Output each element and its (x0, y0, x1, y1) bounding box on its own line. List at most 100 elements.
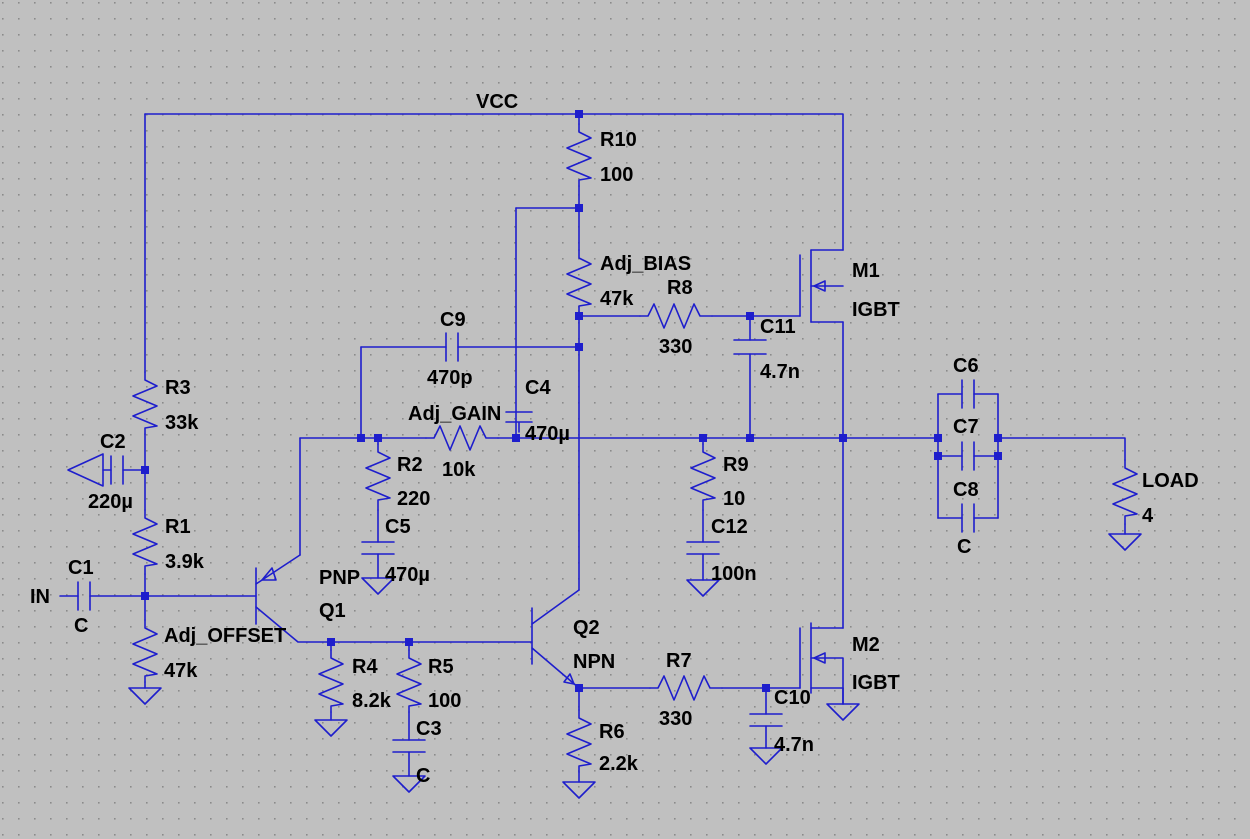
resistors (132, 123, 1138, 773)
c3-value: C (416, 765, 430, 787)
ground-c5 (361, 577, 395, 595)
c10-ref: C10 (774, 687, 811, 709)
capacitor-c7 (961, 441, 975, 471)
r10-value: 100 (600, 164, 633, 186)
r5-ref: R5 (428, 656, 454, 678)
resistor-r9 (690, 443, 716, 511)
transistor-q2 (531, 589, 580, 689)
transistor-m2 (799, 622, 844, 705)
r4-ref: R4 (352, 656, 378, 678)
r1-ref: R1 (165, 516, 191, 538)
capacitor-c5 (361, 541, 395, 555)
capacitor-c1 (77, 581, 91, 611)
ground-symbols (67, 453, 1142, 799)
capacitor-c6 (961, 379, 975, 409)
capacitor-c3 (392, 739, 426, 753)
q1-ref: Q1 (319, 600, 346, 622)
capacitor-c11 (733, 339, 767, 355)
resistor-adj-offset (132, 619, 158, 683)
wires (59, 113, 1126, 783)
c12-value: 100n (711, 563, 757, 585)
r3-ref: R3 (165, 377, 191, 399)
c5-value: 470µ (385, 564, 430, 586)
transistor-q1 (255, 554, 301, 625)
ground-c12 (686, 579, 720, 597)
c7-ref: C7 (953, 416, 979, 438)
c1-ref: C1 (68, 557, 94, 579)
resistor-r10 (566, 123, 592, 187)
c8-value: C (957, 536, 971, 558)
r8-ref: R8 (667, 277, 693, 299)
q2-value: NPN (573, 651, 615, 673)
ground-c3 (392, 775, 426, 793)
c5-ref: C5 (385, 516, 411, 538)
m2-value: IGBT (852, 672, 900, 694)
resistor-r8 (639, 303, 713, 329)
c3-ref: C3 (416, 718, 442, 740)
resistor-r7 (649, 675, 723, 701)
adj-offset-value: 47k (164, 660, 198, 682)
adj-bias-ref: Adj_BIAS (600, 253, 691, 275)
m1-value: IGBT (852, 299, 900, 321)
net-label-in: IN (30, 586, 50, 608)
net-label-vcc: VCC (476, 91, 518, 113)
ground-adj-offset (128, 687, 162, 705)
resistor-r3 (132, 371, 158, 435)
ground-m2 (826, 703, 860, 721)
ground-c2 (67, 453, 104, 487)
r6-ref: R6 (599, 721, 625, 743)
c1-value: C (74, 615, 88, 637)
labels: VCC IN R10 100 Adj_BIAS 47k R8 330 C11 4… (30, 91, 1199, 787)
c11-value: 4.7n (760, 361, 800, 383)
r5-value: 100 (428, 690, 461, 712)
resistor-adj-bias (566, 249, 592, 313)
r3-value: 33k (165, 412, 199, 434)
capacitor-c10 (749, 713, 783, 727)
ground-r4 (314, 719, 348, 737)
capacitor-c2 (110, 455, 124, 485)
c9-value: 470p (427, 367, 473, 389)
c8-ref: C8 (953, 479, 979, 501)
resistor-r4 (318, 649, 344, 713)
junctions (141, 110, 1002, 692)
transistor-m1 (799, 249, 844, 323)
capacitor-c4 (505, 411, 533, 433)
r7-ref: R7 (666, 650, 692, 672)
ground-r6 (562, 781, 596, 799)
c11-ref: C11 (760, 316, 796, 338)
r2-ref: R2 (397, 454, 423, 476)
r1-value: 3.9k (165, 551, 205, 573)
m1-ref: M1 (852, 260, 880, 282)
adj-gain-ref: Adj_GAIN (408, 403, 501, 425)
r10-ref: R10 (600, 129, 637, 151)
resistor-r2 (365, 443, 391, 511)
r9-ref: R9 (723, 454, 749, 476)
ground-c10 (749, 747, 783, 765)
adj-bias-value: 47k (600, 288, 634, 310)
m2-ref: M2 (852, 634, 880, 656)
c12-ref: C12 (711, 516, 748, 538)
r9-value: 10 (723, 488, 745, 510)
resistor-load (1112, 459, 1138, 525)
ground-load (1108, 533, 1142, 551)
r7-value: 330 (659, 708, 692, 730)
c4-value: 470µ (525, 423, 570, 445)
r4-value: 8.2k (352, 690, 392, 712)
capacitor-c8 (961, 503, 975, 533)
resistor-r6 (566, 709, 592, 773)
load-value: 4 (1142, 505, 1154, 527)
adj-gain-value: 10k (442, 459, 476, 481)
c2-ref: C2 (100, 431, 126, 453)
q2-ref: Q2 (573, 617, 600, 639)
capacitor-c12 (686, 541, 720, 555)
load-ref: LOAD (1142, 470, 1199, 492)
q1-value: PNP (319, 567, 360, 589)
capacitors (77, 332, 975, 753)
c10-value: 4.7n (774, 734, 814, 756)
resistor-adj-gain (425, 425, 499, 451)
c6-ref: C6 (953, 355, 979, 377)
r6-value: 2.2k (599, 753, 639, 775)
resistor-r1 (132, 509, 158, 575)
